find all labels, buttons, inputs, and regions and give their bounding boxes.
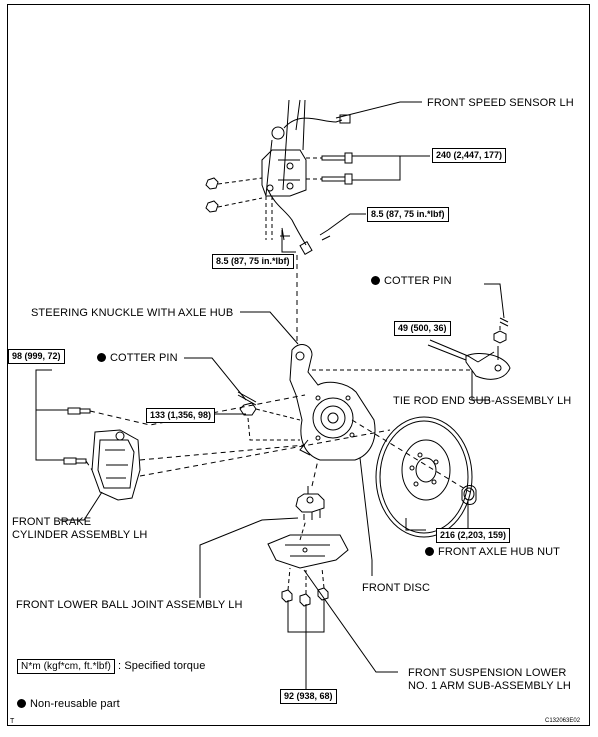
hub-nut-icon: [461, 485, 477, 505]
nonreusable-dot-icon: [17, 699, 26, 708]
nonreusable-dot-icon: [97, 353, 106, 362]
lower-bolt-icon: [281, 587, 329, 607]
diagram-frame: [7, 4, 590, 726]
label-cotter-pin-left-text: COTTER PIN: [110, 352, 178, 364]
brake-caliper-icon: [91, 429, 141, 501]
lower-arm-icon: [267, 534, 349, 569]
cotter-pin-upper-icon: [499, 317, 509, 327]
legend-torque-key: N*m (kgf*cm, ft.*lbf): [17, 659, 115, 674]
label-front-disc: FRONT DISC: [362, 582, 431, 594]
label-front-lower-ball-joint: FRONT LOWER BALL JOINT ASSEMBLY LH: [16, 599, 243, 611]
label-front-brake-line2: CYLINDER ASSEMBLY LH: [12, 529, 148, 541]
label-cotter-pin-upper-text: COTTER PIN: [384, 275, 452, 287]
strut-nut-icon: [205, 177, 219, 213]
legend-nonreusable-text: Non-reusable part: [30, 698, 120, 710]
label-cotter-pin-left: COTTER PIN: [97, 352, 178, 364]
label-cotter-pin-upper: COTTER PIN: [371, 275, 452, 287]
torque-240: 240 (2,447, 177): [432, 148, 507, 163]
nonreusable-dot-icon: [425, 547, 434, 556]
label-front-brake-line1: FRONT BRAKE: [12, 516, 92, 528]
legend-torque-desc: : Specified torque: [118, 660, 206, 672]
ball-joint-icon: [295, 486, 325, 520]
torque-49: 49 (500, 36): [394, 321, 451, 336]
footer-code: C132063E02: [545, 718, 581, 724]
tie-rod-end-icon: [427, 339, 511, 380]
torque-216: 216 (2,203, 159): [436, 528, 511, 543]
torque-8-5-left: 8.5 (87, 75 in.*lbf): [212, 254, 294, 269]
strut-bracket-icon: [261, 149, 307, 197]
torque-133: 133 (1,356, 98): [146, 408, 216, 423]
torque-92: 92 (938, 68): [280, 689, 337, 704]
caliper-bolt-icon: [63, 407, 91, 465]
label-front-susp-arm-line1: FRONT SUSPENSION LOWER: [408, 667, 567, 679]
legend-torque: N*m (kgf*cm, ft.*lbf) : Specified torque: [17, 659, 206, 674]
label-tie-rod-end: TIE ROD END SUB-ASSEMBLY LH: [393, 395, 572, 407]
strut-bolt-icon: [321, 152, 353, 185]
label-front-susp-arm-line2: NO. 1 ARM SUB-ASSEMBLY LH: [408, 680, 571, 692]
footer-mark: T: [10, 718, 15, 725]
strut-outline: [282, 99, 306, 191]
label-front-axle-hub-nut: FRONT AXLE HUB NUT: [425, 546, 560, 558]
steering-knuckle-icon: [289, 344, 376, 461]
torque-98: 98 (999, 72): [8, 349, 65, 364]
torque-8-5-right: 8.5 (87, 75 in.*lbf): [367, 207, 449, 222]
speed-sensor-icon: [265, 114, 351, 256]
tie-rod-nut-icon: [493, 330, 507, 344]
label-front-speed-sensor: FRONT SPEED SENSOR LH: [427, 97, 574, 109]
label-front-axle-hub-nut-text: FRONT AXLE HUB NUT: [438, 546, 561, 558]
knuckle-nut-icon: [239, 402, 257, 416]
legend-nonreusable: Non-reusable part: [17, 698, 120, 710]
front-disc-icon: [375, 416, 473, 538]
label-steering-knuckle: STEERING KNUCKLE WITH AXLE HUB: [31, 307, 234, 319]
nonreusable-dot-icon: [371, 276, 380, 285]
